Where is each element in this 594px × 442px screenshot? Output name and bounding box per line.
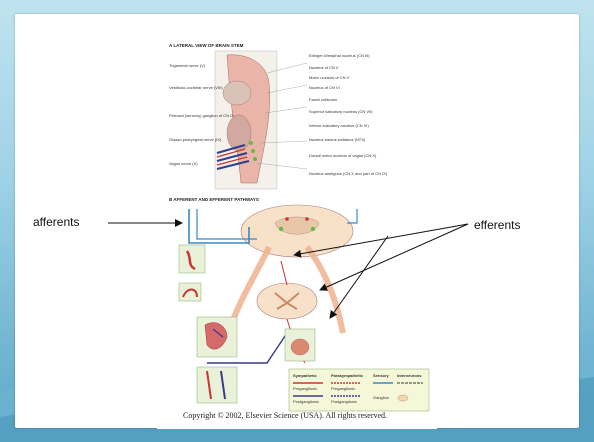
- efferent-arrow-2: [320, 224, 468, 290]
- efferent-arrow-1: [294, 224, 468, 255]
- efferent-arrow-3: [330, 236, 388, 318]
